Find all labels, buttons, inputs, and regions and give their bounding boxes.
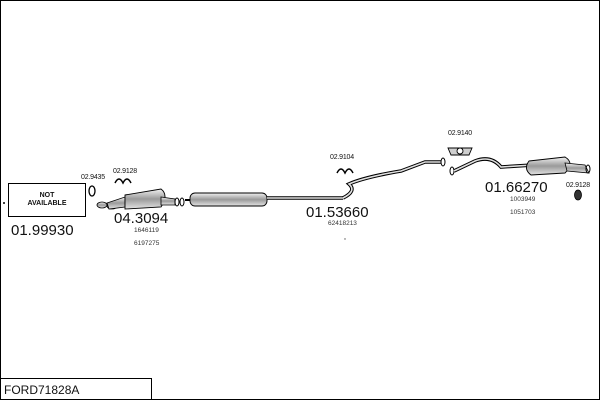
part-reference: 6197275 bbox=[134, 240, 160, 247]
accessory-code: 02.9128 bbox=[566, 182, 590, 189]
part-reference: 62418213 bbox=[328, 220, 357, 227]
rear-silencer bbox=[449, 156, 591, 176]
clamp-icon bbox=[114, 178, 132, 185]
centre-silencer bbox=[185, 157, 446, 207]
part-code: 01.66270 bbox=[485, 179, 548, 196]
part-code: 01.53660 bbox=[306, 204, 369, 221]
not-available-box: NOT AVAILABLE bbox=[8, 183, 86, 217]
accessory-code: 02.9104 bbox=[330, 154, 354, 161]
not-available-label: NOT AVAILABLE bbox=[27, 191, 67, 207]
mounting-rubber-icon bbox=[447, 147, 473, 156]
rubber-bush-icon bbox=[574, 189, 582, 201]
part-reference: 1003949 bbox=[510, 196, 536, 203]
clamp-icon bbox=[336, 168, 354, 175]
part-code: 01.99930 bbox=[11, 222, 74, 239]
reference-number: FORD71828A bbox=[4, 383, 80, 397]
reference-box: FORD71828A bbox=[1, 378, 152, 400]
part-reference: 1051703 bbox=[510, 209, 536, 216]
accessory-code: 02.9140 bbox=[448, 130, 472, 137]
accessory-code: 02.9128 bbox=[113, 168, 137, 175]
gasket-icon bbox=[88, 185, 96, 197]
accessory-code: 02.9435 bbox=[81, 174, 105, 181]
front-pipe-catalyst bbox=[96, 188, 185, 210]
part-code: 04.3094 bbox=[114, 210, 169, 227]
part-reference: 1646119 bbox=[134, 227, 159, 234]
